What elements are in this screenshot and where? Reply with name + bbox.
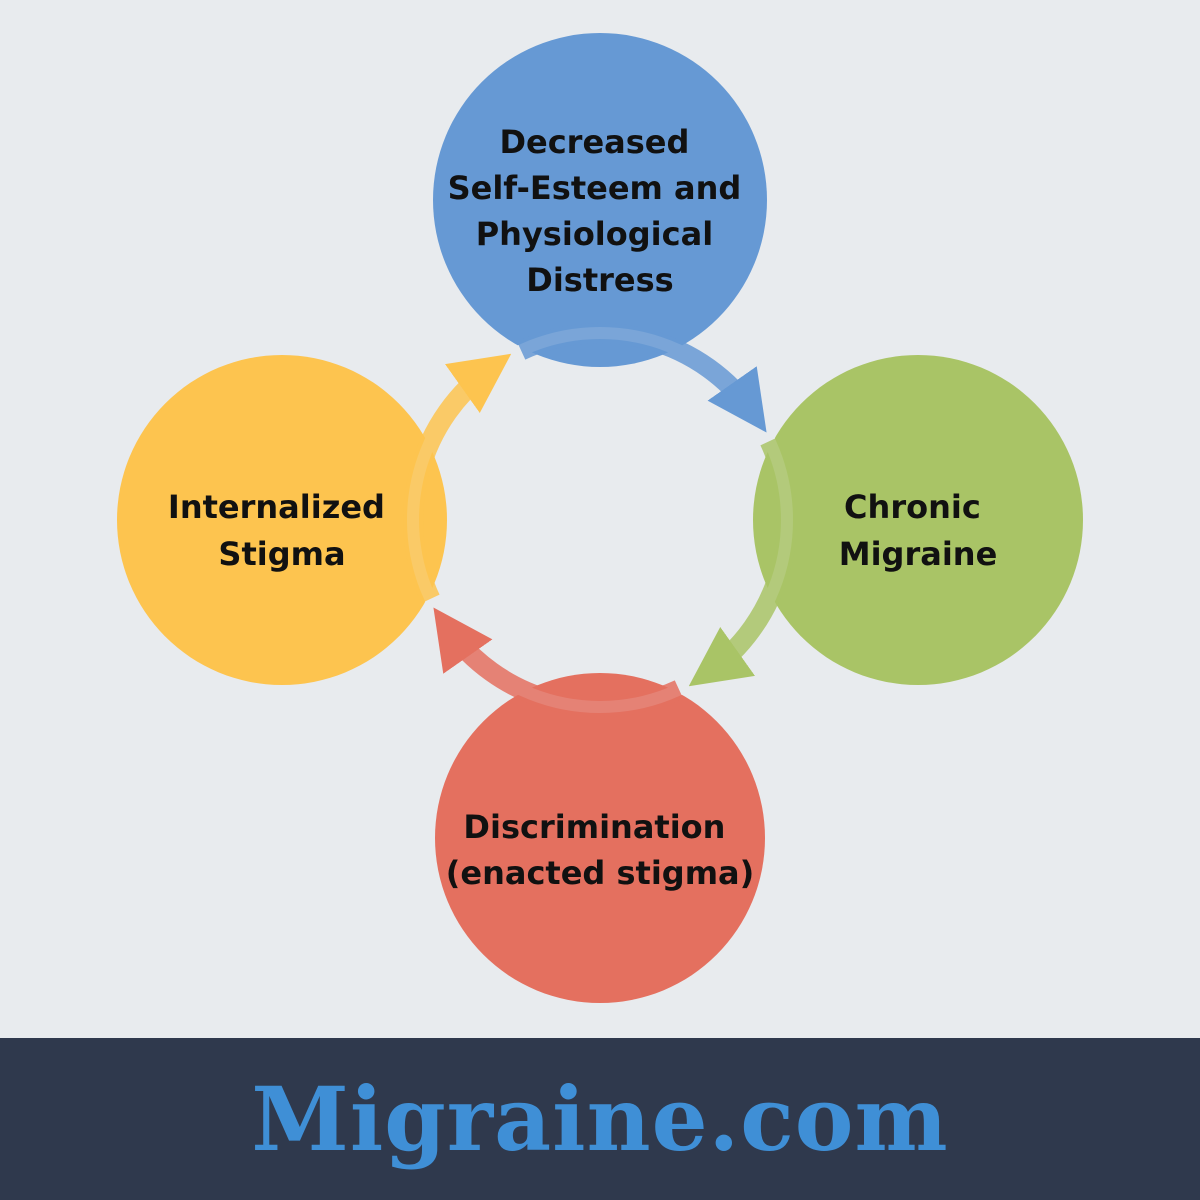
arrow-left-to-top bbox=[403, 353, 512, 604]
node-decreased-self-esteem: Decreased Self-Esteem and Physiological … bbox=[433, 33, 767, 367]
brand-logo: Migraine.com bbox=[251, 1067, 949, 1171]
node-discrimination: Discrimination (enacted stigma) bbox=[435, 673, 765, 1003]
node-left-line-2: Stigma bbox=[218, 535, 345, 573]
node-chronic-migraine: Chronic Migraine bbox=[753, 355, 1083, 685]
footer-banner: Migraine.com bbox=[0, 1038, 1200, 1200]
node-internalized-stigma: Internalized Stigma bbox=[117, 355, 447, 685]
node-left-line-1: Internalized bbox=[168, 488, 385, 526]
node-circle-top bbox=[433, 33, 767, 367]
node-top-line-1: Decreased bbox=[499, 123, 689, 161]
node-circle-right bbox=[753, 355, 1083, 685]
stigma-cycle-diagram: Decreased Self-Esteem and Physiological … bbox=[117, 33, 1083, 1003]
svg-text:Discrimination (enacted: Discrimination (enacted stigma) bbox=[446, 808, 755, 892]
arrow-top-to-right bbox=[516, 323, 767, 433]
node-bottom-line-2: (enacted stigma) bbox=[446, 854, 755, 892]
node-right-line-2: Migraine bbox=[839, 535, 998, 573]
arrow-right-to-bottom bbox=[688, 436, 797, 687]
svg-text:Internalized Stigma: Internalized Stigma bbox=[168, 488, 396, 573]
arrow-bottom-to-left bbox=[433, 607, 684, 717]
node-circle-left bbox=[117, 355, 447, 685]
node-top-line-3: Physiological bbox=[476, 215, 713, 253]
node-right-line-1: Chronic bbox=[844, 488, 981, 526]
node-circle-bottom bbox=[435, 673, 765, 1003]
node-bottom-line-1: Discrimination bbox=[463, 808, 725, 846]
node-top-line-4: Distress bbox=[526, 261, 673, 299]
svg-text:Decreased Self-Esteem an: Decreased Self-Esteem and Physiological … bbox=[448, 123, 753, 299]
svg-text:Chronic Migraine: Chronic Migraine bbox=[839, 488, 998, 573]
node-top-line-2: Self-Esteem and bbox=[448, 169, 742, 207]
